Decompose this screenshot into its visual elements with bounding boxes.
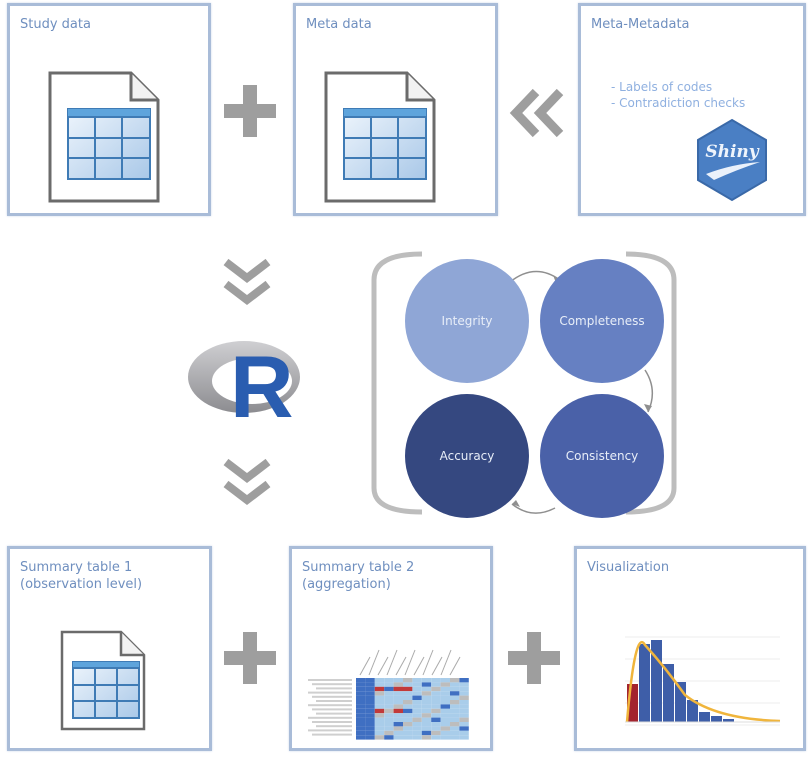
heatmap-thumbnail [308,649,469,740]
summary-table-1-title: Summary table 1 (observation level) [20,559,142,593]
summary-table-1-title-line1: Summary table 1 [20,560,133,575]
plus-icon [224,85,276,137]
summary-table-2-title-line1: Summary table 2 [302,560,415,575]
bullet-labels-of-codes: - Labels of codes [611,80,713,94]
summary-table-2-box: Summary table 2 (aggregation) [289,546,493,751]
arrow-consistency-to-accuracy [511,503,556,514]
shiny-logo-icon: Shiny [696,118,768,202]
summary-table-2-title-line2: (aggregation) [302,577,391,592]
table-document-icon [48,71,160,203]
summary-table-1-box: Summary table 1 (observation level) [7,546,212,751]
plus-icon [508,632,560,684]
cycle-consistency-label: Consistency [565,449,639,463]
meta-metadata-bullets: - Labels of codes - Contradiction checks [611,79,745,111]
meta-metadata-title: Meta-Metadata [591,17,690,32]
bullet-contradiction-checks: - Contradiction checks [611,96,746,110]
arrow-integrity-to-completeness [509,270,561,283]
double-chevron-left-icon [509,88,564,138]
cycle-integrity: Integrity [405,259,529,383]
cycle-accuracy-label: Accuracy [439,449,495,463]
double-chevron-down-icon [223,258,271,306]
r-logo-icon: R [186,335,306,435]
cycle-accuracy: Accuracy [405,394,529,518]
study-data-box: Study data [7,3,211,216]
cycle-integrity-label: Integrity [441,314,493,328]
visualization-box: Visualization [574,546,806,751]
r-logo-letter: R [230,337,294,436]
cycle-brackets [371,251,677,515]
shiny-logo-text: Shiny [705,142,759,162]
summary-table-1-title-line2: (observation level) [20,577,143,592]
meta-metadata-box: Meta-Metadata - Labels of codes - Contra… [578,3,806,216]
study-data-title: Study data [20,17,91,32]
histogram-thumbnail [625,636,781,726]
visualization-title: Visualization [587,560,670,575]
meta-data-title: Meta data [306,17,372,32]
cycle-completeness-label: Completeness [559,314,645,328]
meta-data-box: Meta data [293,3,498,216]
cycle-consistency: Consistency [540,394,664,518]
double-chevron-down-icon [223,458,271,506]
summary-table-2-title: Summary table 2 (aggregation) [302,559,414,593]
table-document-icon [60,630,146,731]
cycle-completeness: Completeness [540,259,664,383]
plus-icon [224,632,276,684]
table-document-icon [324,71,436,203]
